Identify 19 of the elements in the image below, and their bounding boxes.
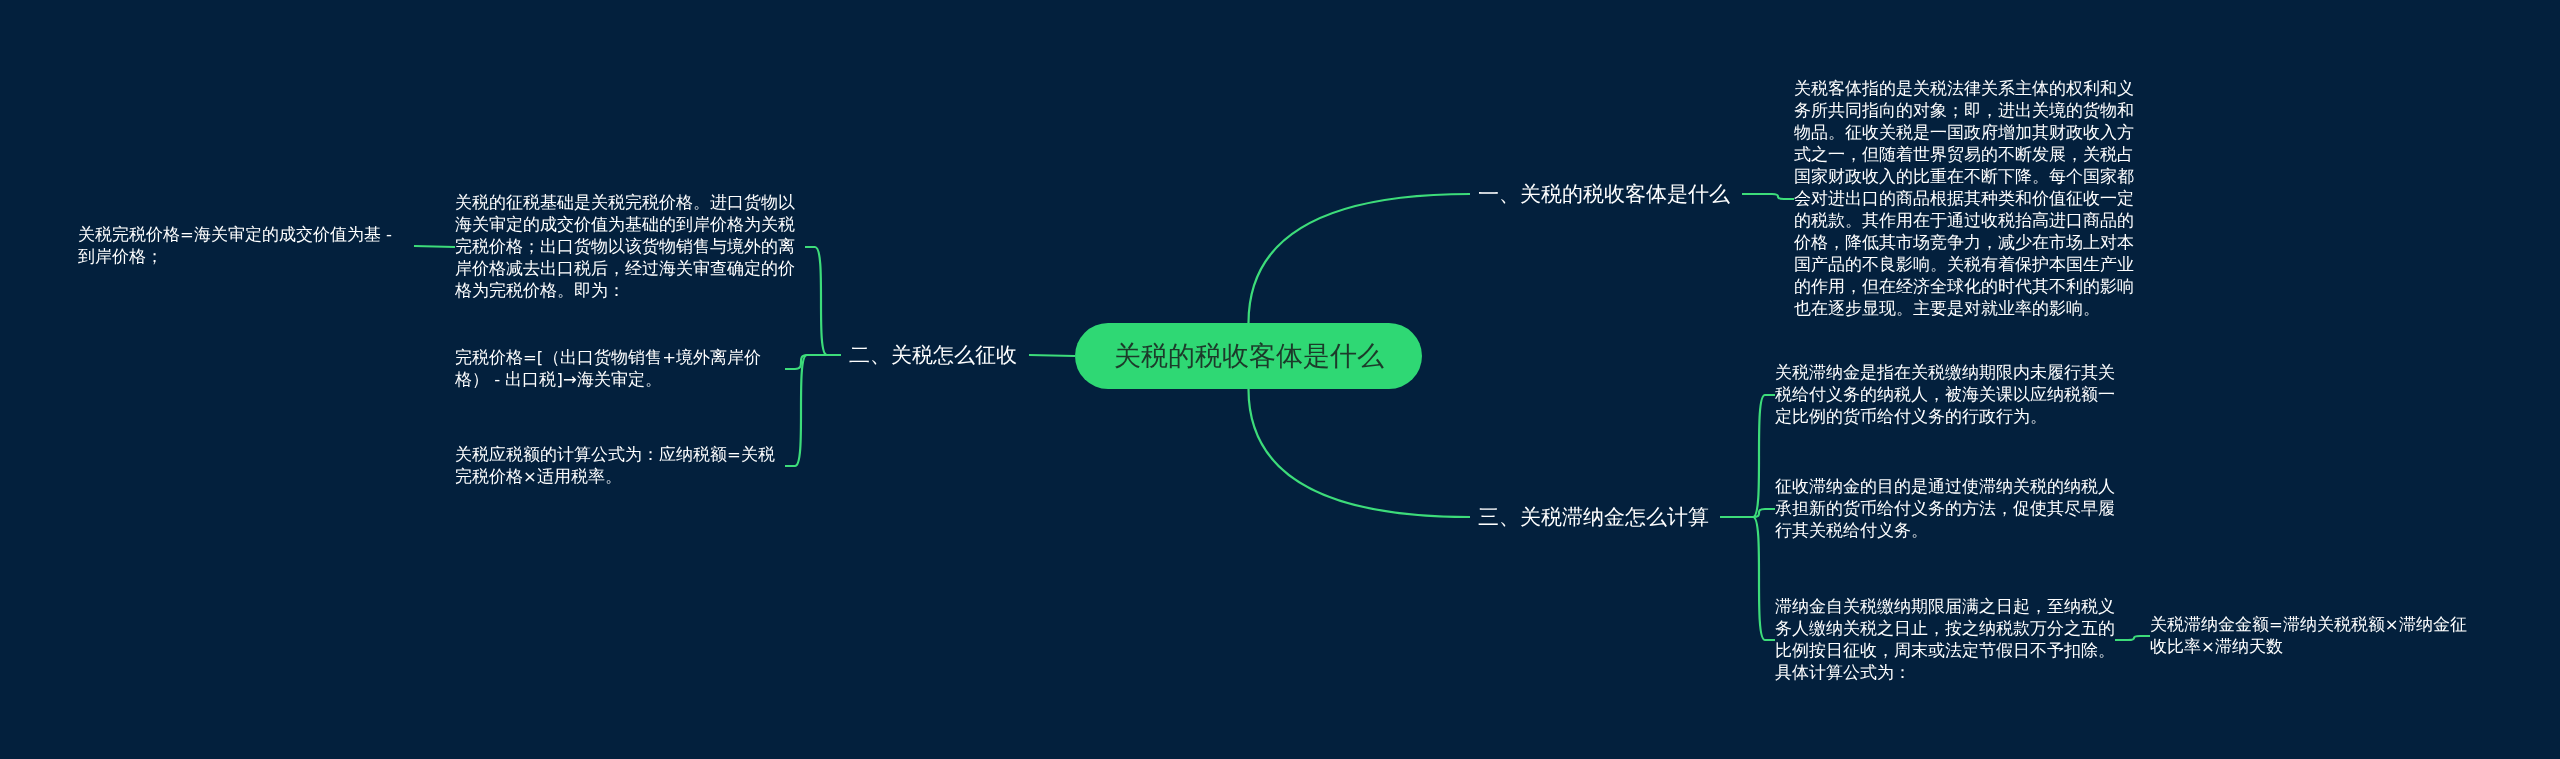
connector-line — [1247, 192, 1471, 324]
connector-line — [1028, 353, 1076, 358]
topic-text: 完税价格=[（出口货物销售+境外离岸价格） - 出口税]→海关审定。 — [455, 347, 785, 391]
connector-line — [2115, 634, 2150, 642]
branch-topic: 一、关税的税收客体是什么 — [1470, 176, 1742, 212]
branch-topic: 二、关税怎么征收 — [841, 337, 1029, 373]
topic-text: 关税滞纳金金额=滞纳关税税额×滞纳金征收比率×滞纳天数 — [2150, 614, 2480, 658]
topic-text: 关税完税价格=海关审定的成交价值为基 - 到岸价格； — [78, 224, 414, 268]
connector-line — [1742, 192, 1794, 201]
connector-line — [413, 244, 456, 249]
topic-text: 关税应税额的计算公式为：应纳税额=关税完税价格×适用税率。 — [455, 444, 785, 488]
topic-text: 滞纳金自关税缴纳期限届满之日起，至纳税义务人缴纳关税之日止，按之纳税款万分之五的比例按日征收，周末或法定节假日不予扣除。具体计算公式为： — [1775, 596, 2115, 684]
topic-text: 关税滞纳金是指在关税缴纳期限内未履行其关税给付义务的纳税人，被海关课以应纳税额一定比例的货币给付义务的行政行为。 — [1775, 362, 2115, 428]
topic-text: 关税的征税基础是关税完税价格。进口货物以海关审定的成交价值为基础的到岸价格为关税完税价格；出口货物以该货物销售与境外的离岸价格减去出口税后，经过海关审查确定的价格为完税价格。即为： — [455, 192, 805, 302]
topic-text: 关税客体指的是关税法律关系主体的权利和义务所共同指向的对象；即，进出关境的货物和物品。征收关税是一国政府增加其财政收入方式之一，但随着世界贸易的不断发展，关税占国家财政收入的比重在不断下降。每个国家都会对进出口的商品根据其种类和价值征收一定的税款。其作用在于通过收税抬高进口商品的价格，降低其市场竞争力，减少在市场上对本国产品的不良影响。关税有着保护本国生产业的作用，但在经济全球化的时代其不利的影响也在逐步显现。主要是对就业率的影响。 — [1794, 78, 2134, 320]
central-topic: 关税的税收客体是什么 — [1075, 323, 1422, 389]
topic-text: 征收滞纳金的目的是通过使滞纳关税的纳税人承担新的货币给付义务的方法，促使其尽早履行其关税给付义务。 — [1775, 476, 2115, 542]
branch-topic: 三、关税滞纳金怎么计算 — [1470, 499, 1720, 535]
connector-line — [1247, 388, 1471, 519]
